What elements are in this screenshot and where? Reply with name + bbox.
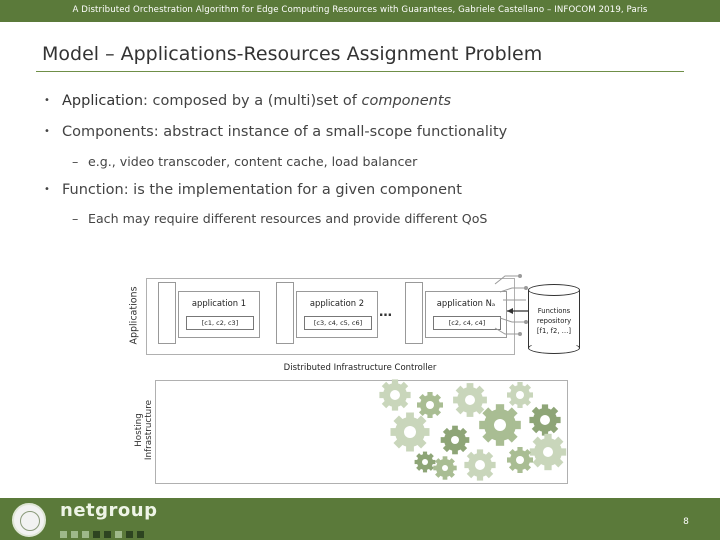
university-seal-icon <box>12 503 46 537</box>
banner-text: A Distributed Orchestration Algorithm fo… <box>72 5 648 15</box>
application-name: application Nₐ <box>436 298 496 308</box>
netgroup-logo: netgroup <box>60 500 158 521</box>
sub-marker: – <box>72 211 79 226</box>
slide-title: Model – Applications-Resources Assignmen… <box>42 43 543 65</box>
controller-label: Distributed Infrastructure Controller <box>283 363 437 373</box>
bullet-term: Components <box>62 124 154 140</box>
bullet-function: •Function: is the implementation for a g… <box>44 182 462 198</box>
application-box-1: application 1 [c1, c2, c3] <box>178 291 260 338</box>
functions-repository: Functions repository [f1, f2, …] <box>528 284 580 354</box>
applications-frame <box>146 278 515 355</box>
bullet-marker: • <box>44 184 50 195</box>
sub-bullet-qos: –Each may require different resources an… <box>72 211 488 226</box>
private-policies-2: PrivatePolicies <box>276 282 322 344</box>
sub-marker: – <box>72 154 79 169</box>
component-list: [c1, c2, c3] <box>186 316 254 330</box>
private-policies-1: PrivatePolicies <box>158 282 204 344</box>
bullet-marker: • <box>44 126 50 137</box>
bullet-term: Application <box>62 93 144 109</box>
application-name: application 2 <box>309 298 365 308</box>
bullet-application: •Application: composed by a (multi)set o… <box>44 93 452 109</box>
application-name: application 1 <box>191 298 247 308</box>
title-underline <box>36 71 684 72</box>
component-list: [c2, c4, c4] <box>433 316 501 330</box>
page-number: 8 <box>683 517 689 527</box>
bullet-marker: • <box>44 95 50 106</box>
private-policies-3: PrivatePolicies <box>405 282 451 344</box>
bullet-term: Function <box>62 182 124 198</box>
sub-bullet-examples: –e.g., video transcoder, content cache, … <box>72 154 418 169</box>
application-box-n: application Nₐ [c2, c4, c4] <box>425 291 507 338</box>
more-applications-ellipsis: … <box>379 305 392 320</box>
top-banner: A Distributed Orchestration Algorithm fo… <box>0 0 720 22</box>
application-box-2: application 2 [c3, c4, c5, c6] <box>296 291 378 338</box>
hosting-frame <box>155 380 568 484</box>
bullet-components: •Components: abstract instance of a smal… <box>44 124 508 140</box>
component-list: [c3, c4, c5, c6] <box>304 316 372 330</box>
netgroup-logo-squares-icon <box>60 523 148 540</box>
